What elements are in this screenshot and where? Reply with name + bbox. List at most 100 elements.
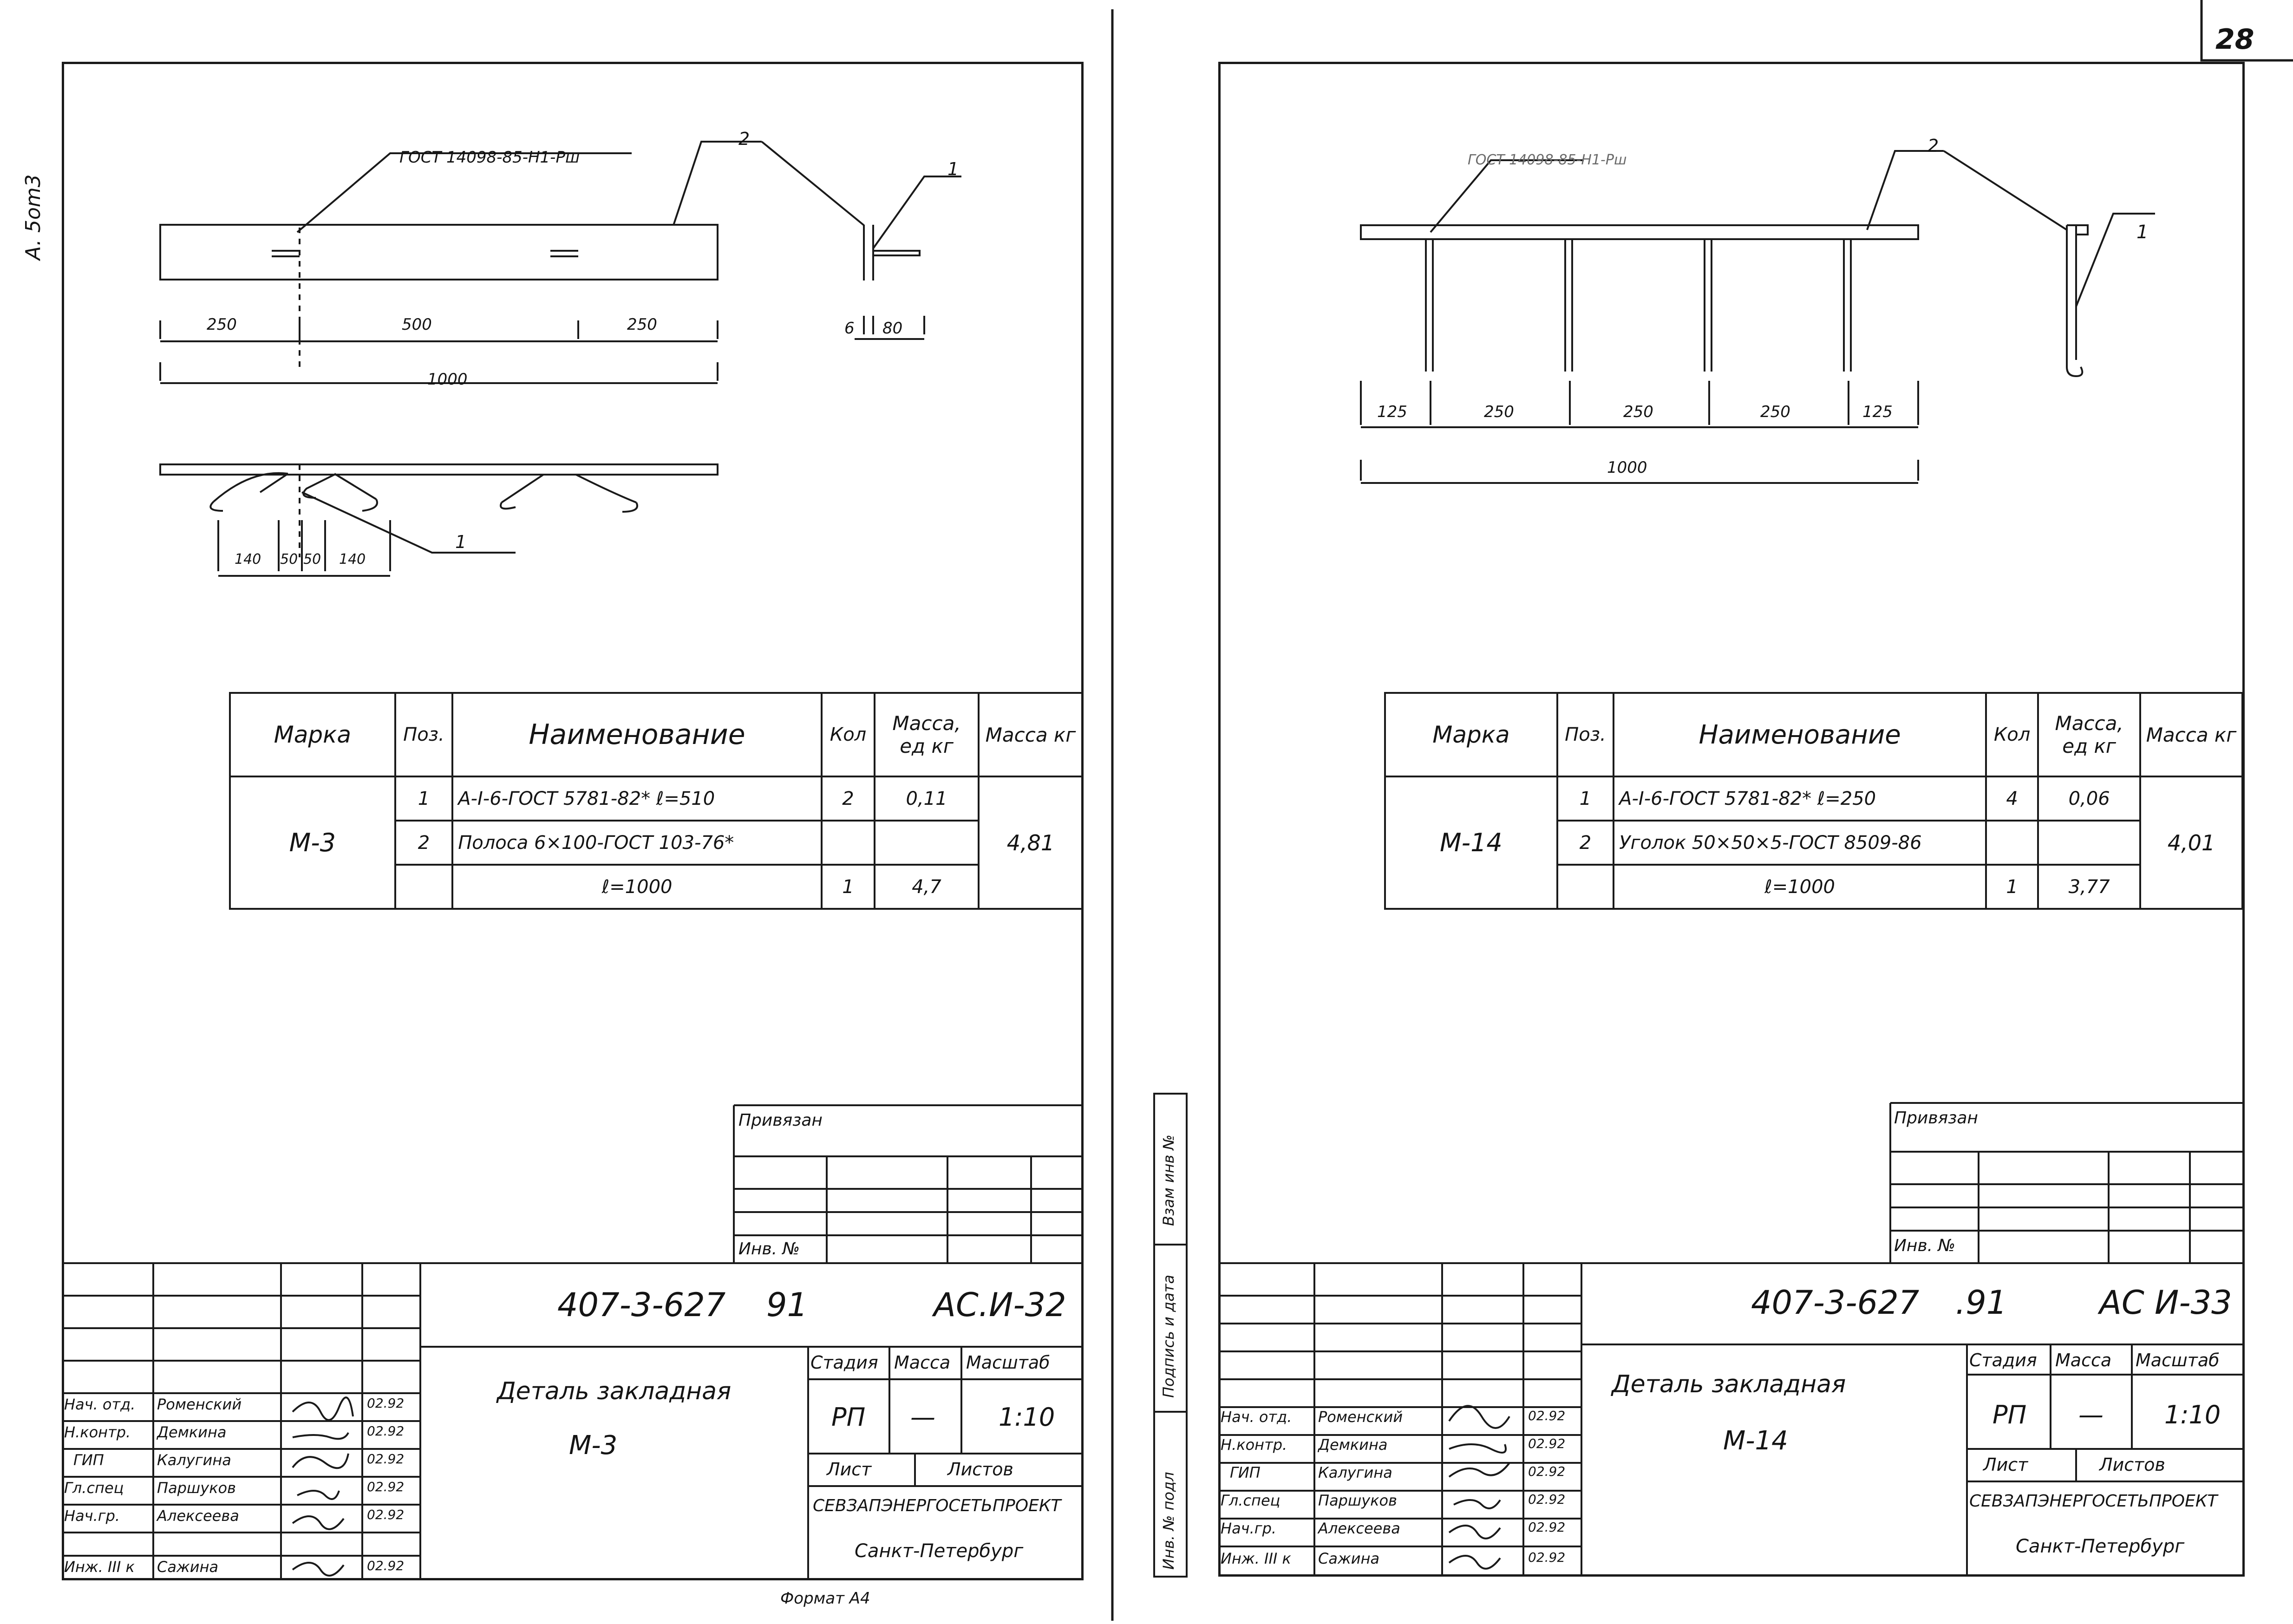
spec-row1-pos: 1 <box>394 776 454 822</box>
signatures <box>0 0 1115 1624</box>
spec-row2-unit-mass <box>874 820 980 866</box>
spec-header-qty: Кол <box>820 692 876 777</box>
signer-date: 02.92 <box>367 1479 405 1494</box>
signer-role: Нач. отд. <box>64 1396 136 1413</box>
scale-label: Масштаб <box>2136 1350 2220 1370</box>
mass-label: Масса <box>894 1352 951 1373</box>
spec-row1-qty: 4 <box>1985 776 2039 822</box>
signer-name: Паршуков <box>157 1479 236 1497</box>
org-city: Санкт-Петербург <box>855 1540 1024 1562</box>
spec-header-unit-mass: Масса, ед кг <box>2037 692 2142 777</box>
signer-date: 02.92 <box>1528 1408 1566 1423</box>
scale-value: 1:10 <box>999 1402 1055 1432</box>
signer-name: Роменский <box>157 1396 242 1413</box>
signer-name: Демкина <box>1318 1436 1388 1454</box>
spec-header-mark: Марка <box>1384 692 1558 777</box>
page-corner-number: 28 <box>2215 23 2254 56</box>
spec-row1-unit-mass: 0,11 <box>874 776 980 822</box>
mass-label: Масса <box>2055 1350 2112 1370</box>
sheet-left: A. 5om3 ГО <box>0 0 1115 1624</box>
sheets-label: Листов <box>947 1459 1013 1480</box>
signer-date: 02.92 <box>367 1451 405 1467</box>
binding-privyazan: Привязан <box>738 1111 823 1130</box>
dim-1000: 1000 <box>1607 458 1647 477</box>
dim-6: 6 <box>844 319 855 338</box>
spec-header-pos: Поз. <box>394 692 454 777</box>
doc-year: .91 <box>1955 1284 2007 1322</box>
spec-row2-name: Уголок 50×50×5-ГОСТ 8509-86 <box>1613 820 1987 866</box>
dim-50-a: 50 <box>280 551 298 567</box>
dim-500: 500 <box>402 315 432 334</box>
dim-250-b: 250 <box>627 315 657 334</box>
spec-header-unit-mass: Масса, ед кг <box>874 692 980 777</box>
sheet-frame <box>1218 62 2245 1577</box>
signer-name: Демкина <box>157 1423 227 1441</box>
signer-name: Алексеева <box>1318 1520 1400 1537</box>
signer-date: 02.92 <box>367 1507 405 1522</box>
gost-note: ГОСТ 14098-85-Н1-Рш <box>399 148 580 167</box>
signer-role: ГИП <box>73 1451 104 1469</box>
dim-250-b: 250 <box>1623 403 1653 421</box>
stage-label: Стадия <box>810 1352 878 1373</box>
spec-row3-qty: 1 <box>820 864 876 910</box>
signer-date: 02.92 <box>367 1558 405 1573</box>
signer-role: Н.контр. <box>64 1423 131 1441</box>
spec-row3-pos <box>394 864 454 910</box>
pos2-label: 2 <box>738 129 750 149</box>
spec-row3-name: ℓ=1000 <box>451 864 823 910</box>
signer-role: ГИП <box>1230 1464 1261 1481</box>
drawing-angle-m14 <box>0 0 2293 604</box>
spec-row2-qty <box>1985 820 2039 866</box>
binding-privyazan: Привязан <box>1894 1109 1978 1128</box>
format-label: Формат А4 <box>780 1589 870 1608</box>
signer-name: Калугина <box>1318 1464 1392 1481</box>
spec-row3-name: ℓ=1000 <box>1613 864 1987 910</box>
dim-250-c: 250 <box>1760 403 1790 421</box>
stage-value: РП <box>831 1402 866 1432</box>
spec-header-mark: Марка <box>229 692 396 777</box>
signer-role: Нач.гр. <box>1221 1520 1277 1537</box>
binding-block <box>0 0 1115 1624</box>
signer-date: 02.92 <box>367 1396 405 1411</box>
spec-total-mass: 4,01 <box>2139 776 2243 910</box>
dim-125-b: 125 <box>1862 403 1893 421</box>
spec-header-name: Наименование <box>1613 692 1987 777</box>
title-line1: Деталь закладная <box>497 1377 732 1405</box>
doc-code: 407-3-627 <box>557 1286 726 1324</box>
signer-name: Сажина <box>157 1558 219 1576</box>
pos1-label: 1 <box>2136 222 2149 243</box>
signer-role: Нач. отд. <box>1221 1408 1292 1426</box>
stage-label: Стадия <box>1969 1350 2037 1370</box>
gost-note: ГОСТ 14098-85-Н1-Рш <box>1468 152 1627 168</box>
spec-header-qty: Кол <box>1985 692 2039 777</box>
spec-row2-pos: 2 <box>394 820 454 866</box>
dim-140-b: 140 <box>339 551 366 567</box>
signer-role: Инж. III к <box>1221 1550 1291 1567</box>
signer-role: Инж. III к <box>64 1558 135 1576</box>
dim-250-a: 250 <box>207 315 237 334</box>
signer-role: Нач.гр. <box>64 1507 120 1525</box>
sheet-label: Лист <box>1983 1454 2028 1475</box>
scale-value: 1:10 <box>2164 1400 2221 1429</box>
spec-table: Марка Поз. Наименование Кол Масса, ед кг… <box>1384 692 2243 910</box>
pos1-label-bottom: 1 <box>455 532 467 552</box>
signer-role: Гл.спец <box>1221 1492 1280 1509</box>
spec-row1-pos: 1 <box>1556 776 1615 822</box>
title-line2: М-14 <box>1723 1426 1788 1456</box>
signer-date: 02.92 <box>1528 1436 1566 1451</box>
spec-table: Марка Поз. Наименование Кол Масса, ед кг… <box>229 692 1084 910</box>
sheets-label: Листов <box>2099 1454 2165 1475</box>
title-line1: Деталь закладная <box>1612 1370 1846 1398</box>
spec-header-total-mass: Масса кг <box>978 692 1084 777</box>
dim-250-a: 250 <box>1484 403 1514 421</box>
signer-date: 02.92 <box>367 1423 405 1439</box>
signer-date: 02.92 <box>1528 1492 1566 1507</box>
signer-date: 02.92 <box>1528 1520 1566 1535</box>
sheet-code: АС.И-32 <box>934 1286 1066 1324</box>
signer-name: Паршуков <box>1318 1492 1397 1509</box>
spec-mark: М-3 <box>229 776 396 910</box>
org-name: СЕВЗАПЭНЕРГОСЕТЬПРОЕКТ <box>813 1496 1061 1515</box>
